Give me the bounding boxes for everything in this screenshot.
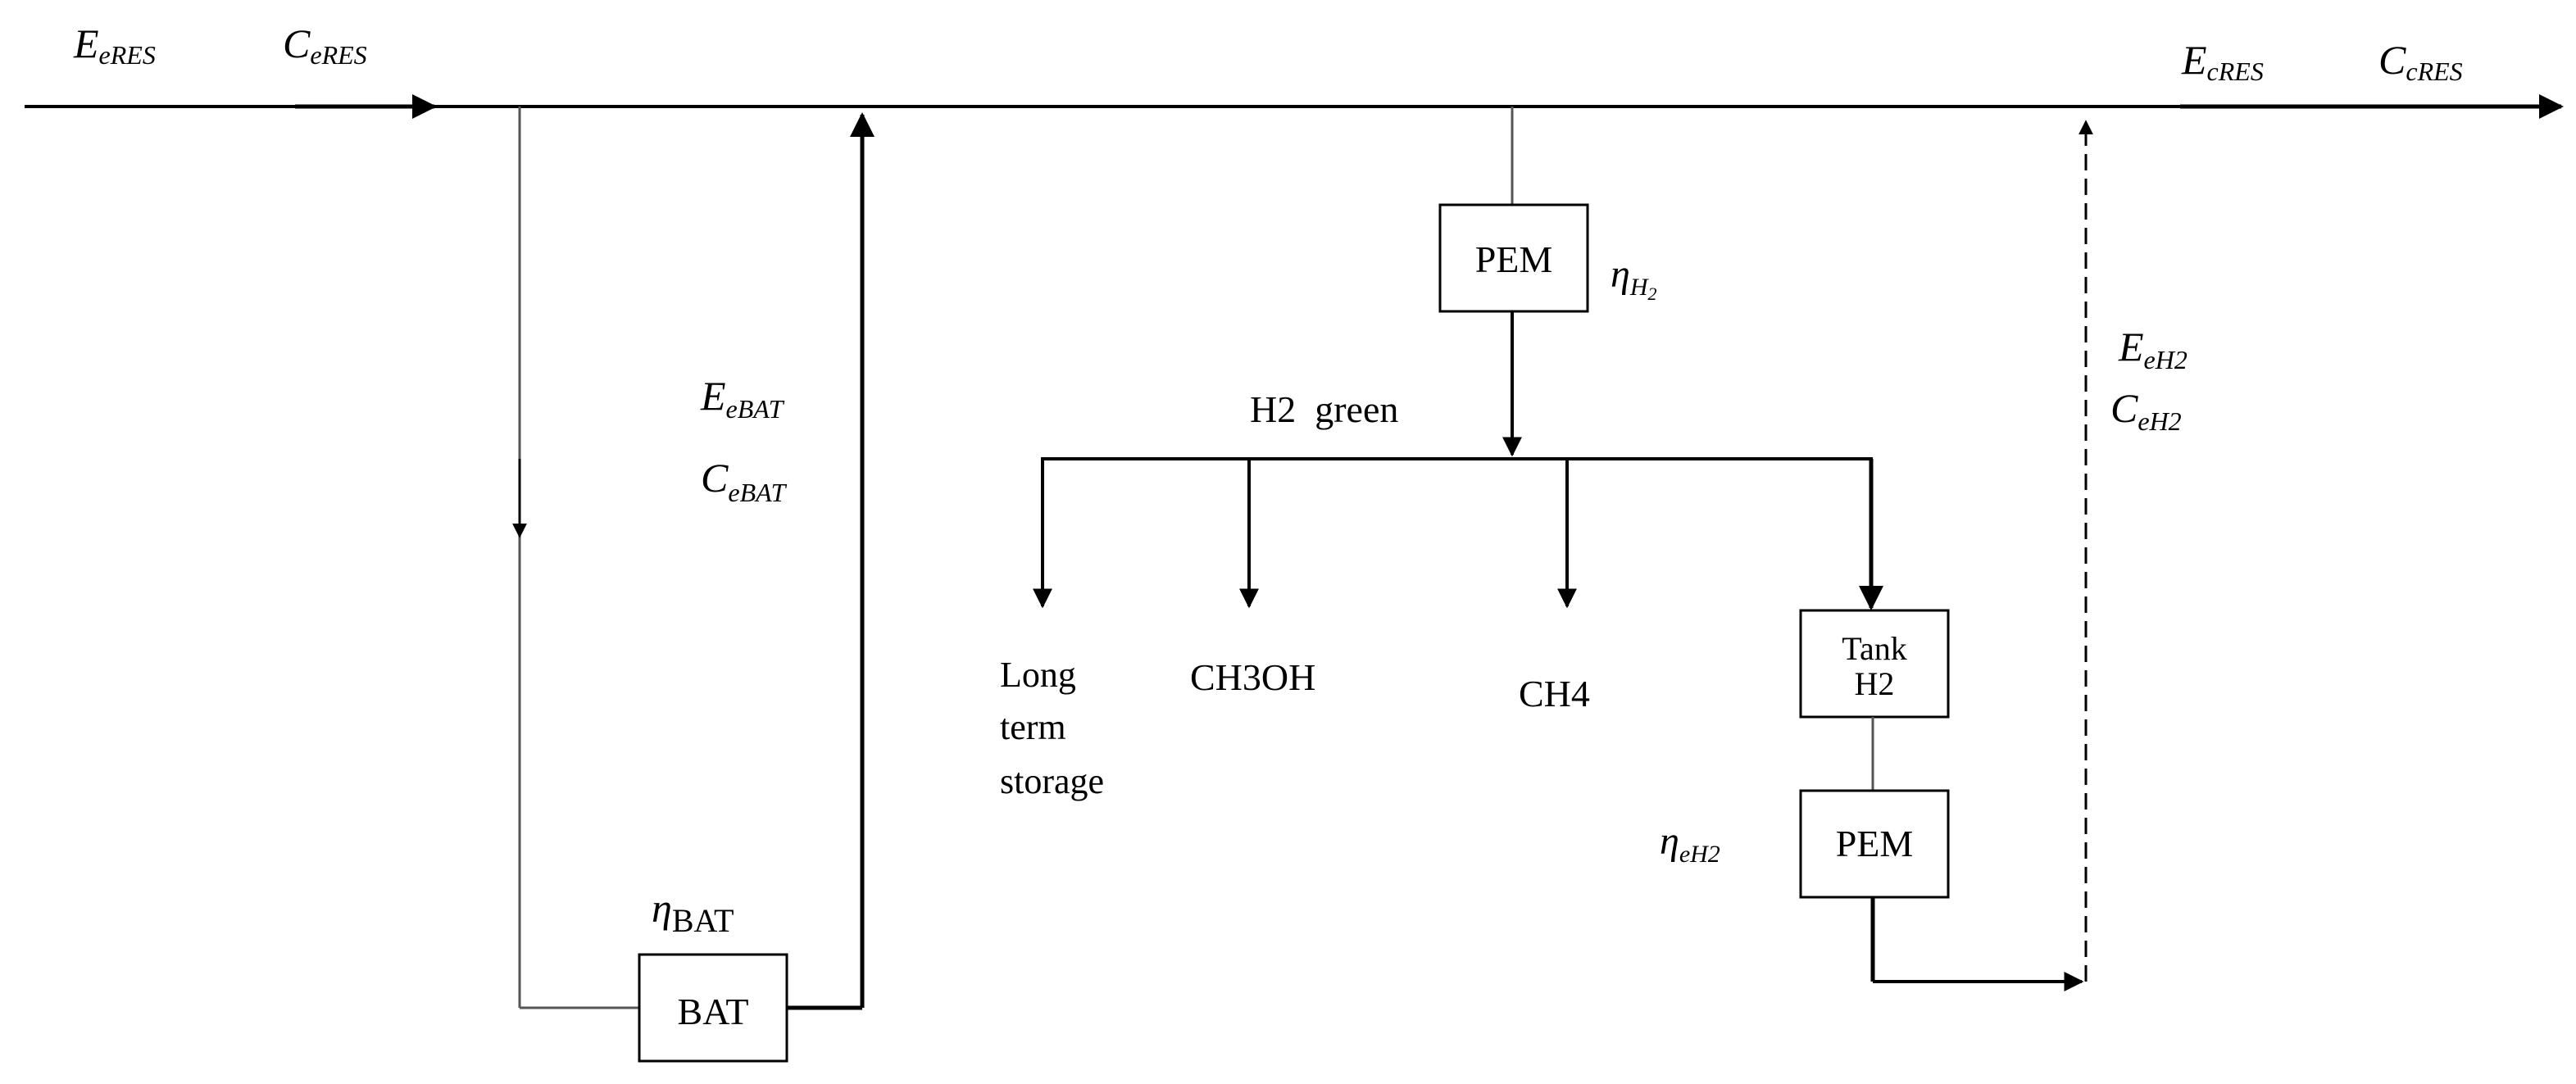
c-ebat-label: CeBAT <box>701 455 787 507</box>
h2-green-label: H2 green <box>1250 388 1398 430</box>
tank-h2-box <box>1799 609 1950 719</box>
eta-bat-label: ηBAT <box>652 885 734 939</box>
e-eres-label: EeRES <box>73 20 156 70</box>
c-cres-label: CcRES <box>2378 37 2463 86</box>
c-eh2-label: CeH2 <box>2110 385 2182 436</box>
tank-box-label-line1: Tank <box>1842 630 1906 667</box>
pem-top-box-label: PEM <box>1475 238 1553 280</box>
ch3oh-label: CH3OH <box>1190 656 1315 698</box>
tank-box-label-line2: H2 <box>1855 665 1895 702</box>
long-term-label-line2: term <box>1000 707 1066 747</box>
ch4-label: CH4 <box>1519 673 1590 714</box>
e-ebat-label: EeBAT <box>700 373 785 424</box>
pem-bottom-box <box>1799 789 1950 899</box>
e-cres-label: EcRES <box>2181 37 2264 86</box>
long-term-label-line1: Long <box>1000 655 1076 695</box>
pem-bottom-box-label: PEM <box>1836 823 1914 864</box>
eta-eh2-label: ηeH2 <box>1660 819 1720 868</box>
c-eres-label: CeRES <box>283 20 367 70</box>
eta-h2-label: ηH2 <box>1611 252 1656 304</box>
long-term-label-line3: storage <box>1000 761 1104 801</box>
bat-box <box>638 953 788 1063</box>
e-eh2-label: EeH2 <box>2118 324 2188 374</box>
bat-box-label: BAT <box>678 991 749 1032</box>
